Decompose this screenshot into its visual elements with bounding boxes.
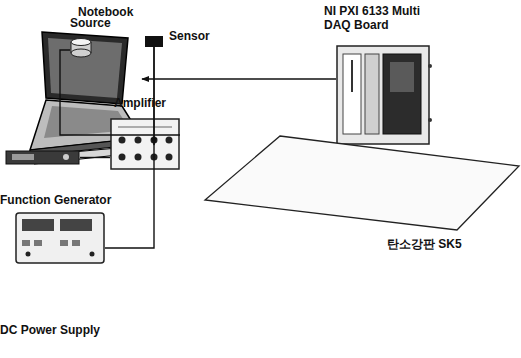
device-label: Amplifier [114, 97, 166, 111]
steel-plate-outline [195, 130, 521, 240]
amplifier: Amplifier [110, 118, 180, 170]
device-label: Source [70, 17, 111, 31]
daq-board: NI PXI 6133 Multi DAQ Board [336, 45, 430, 145]
device-label: Function Generator [0, 194, 111, 208]
function-generator-picture [6, 151, 79, 164]
signal-wire [142, 78, 336, 79]
device-label: 탄소강판 SK5 [387, 238, 462, 252]
signal-wire [105, 47, 154, 248]
device-label: Sensor [169, 30, 210, 44]
source-cylinder [70, 38, 92, 58]
daq-chassis [337, 46, 432, 144]
sensor-block [145, 36, 163, 47]
amplifier-box [111, 119, 179, 169]
signal-wire [60, 50, 180, 135]
source: Source [70, 38, 92, 58]
device-label: NI PXI 6133 Multi DAQ Board [324, 5, 428, 33]
signal-wire [80, 157, 110, 158]
function-generator: Function Generator [5, 150, 80, 165]
device-label: DC Power Supply [0, 324, 100, 338]
steel-plate: 탄소강판 SK5 [195, 130, 521, 240]
dc-supply-picture [16, 213, 104, 263]
sensor: Sensor [145, 36, 163, 47]
dc-power-supply: DC Power Supply [15, 212, 105, 264]
